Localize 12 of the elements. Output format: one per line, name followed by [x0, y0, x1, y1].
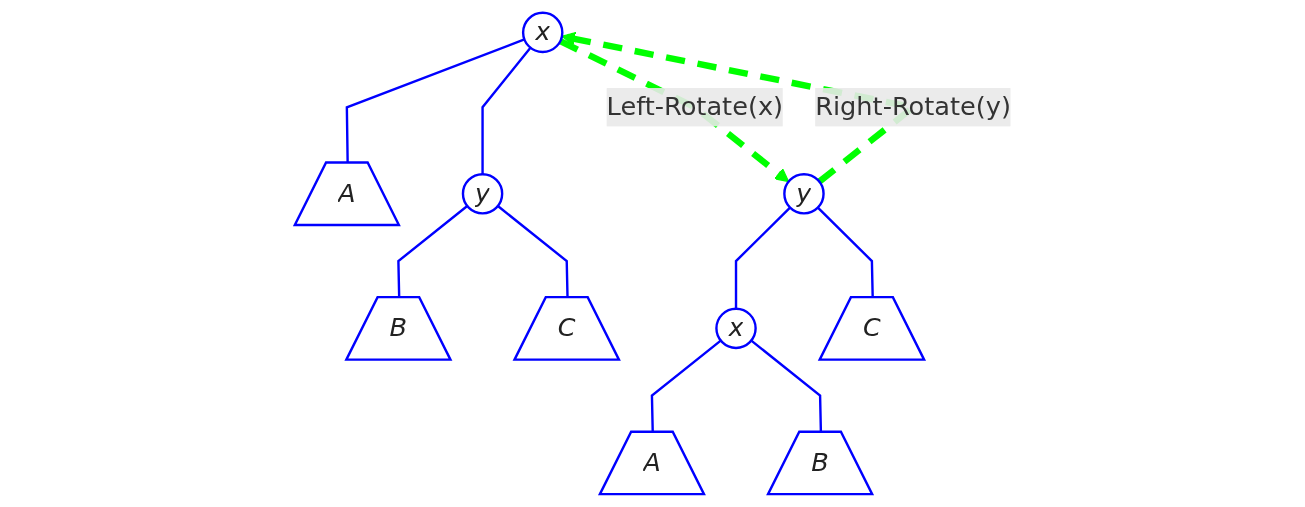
- connector: [396, 205, 468, 298]
- connector: [496, 205, 569, 298]
- node-circle: x: [714, 307, 757, 350]
- connector: [480, 46, 531, 175]
- node-circle: x: [521, 11, 564, 54]
- node-circle: y: [782, 173, 825, 215]
- node-circle: y: [461, 173, 503, 215]
- edge-label: Right-Rotate(y): [814, 91, 1011, 122]
- connector: [816, 206, 874, 298]
- connector: [734, 206, 791, 309]
- edge-label: Left-Rotate(x): [606, 91, 783, 122]
- arrow: [558, 38, 789, 183]
